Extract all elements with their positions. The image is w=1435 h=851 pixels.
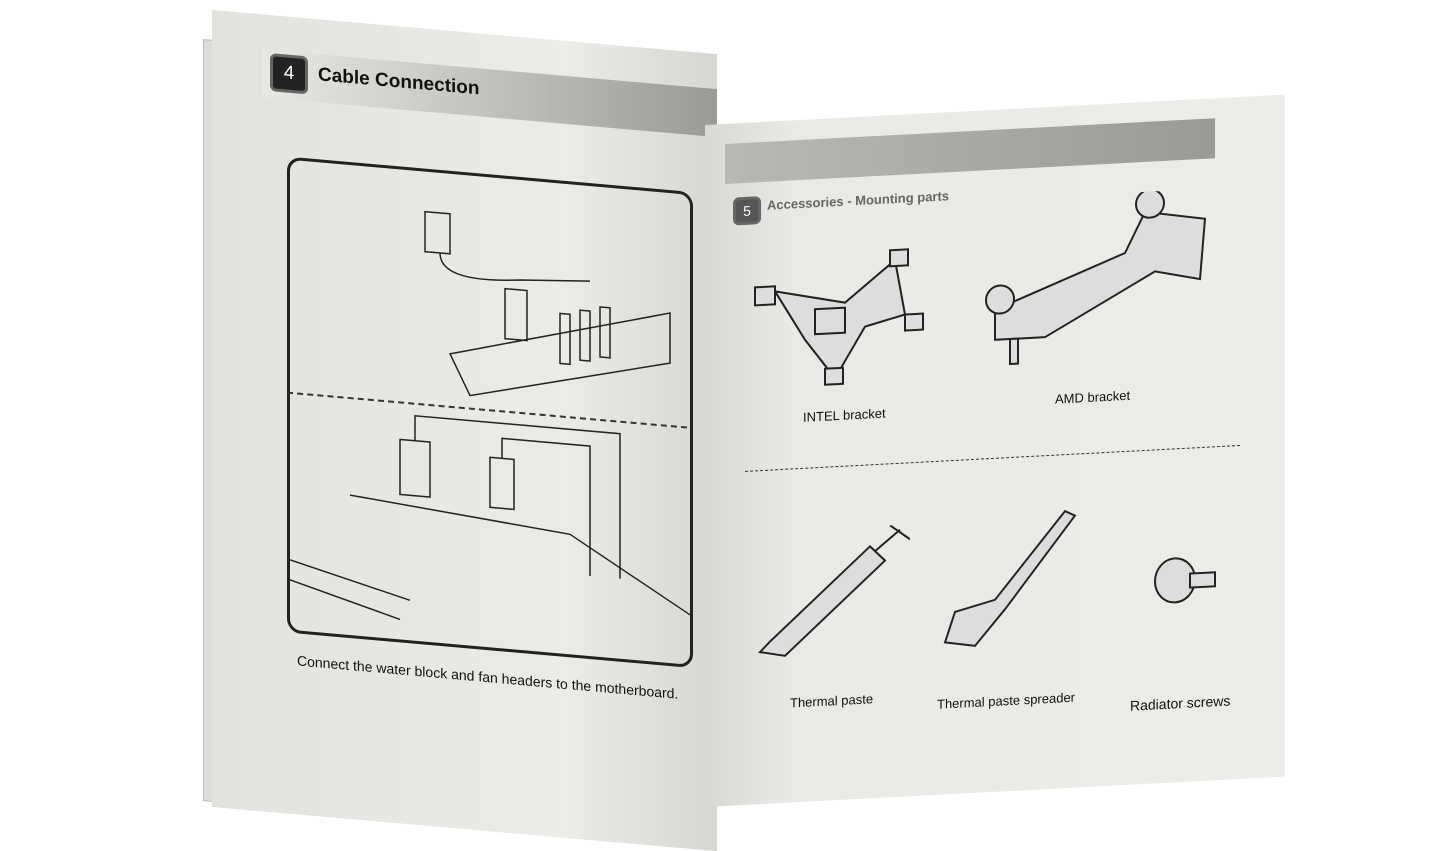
item-label: Radiator screws <box>1130 692 1231 714</box>
amd-bracket-icon <box>985 188 1207 366</box>
divider <box>745 444 1240 472</box>
section-header <box>725 118 1215 184</box>
intel-bracket-icon <box>754 248 924 386</box>
section-header <box>262 49 717 138</box>
item-label: Thermal paste spreader <box>937 689 1076 712</box>
item-label: AMD bracket <box>1055 387 1131 407</box>
section-title: Accessories - Mounting parts <box>767 188 950 213</box>
section-number: 4 <box>270 53 308 95</box>
right-page: 5 Accessories - Mounting parts INTEL bra… <box>705 94 1285 807</box>
thermal-paste-spreader-icon <box>943 509 1077 647</box>
item-label: INTEL bracket <box>803 405 886 425</box>
item-label: Thermal paste <box>790 691 874 711</box>
thermal-paste-syringe-icon <box>757 524 910 657</box>
radiator-screw-icon <box>1154 557 1216 604</box>
section-number: 5 <box>733 196 761 226</box>
left-page: 4 Cable Connection Connect the water blo… <box>212 10 717 851</box>
motherboard-diagram <box>290 210 690 621</box>
cable-connection-illustration <box>287 156 693 669</box>
